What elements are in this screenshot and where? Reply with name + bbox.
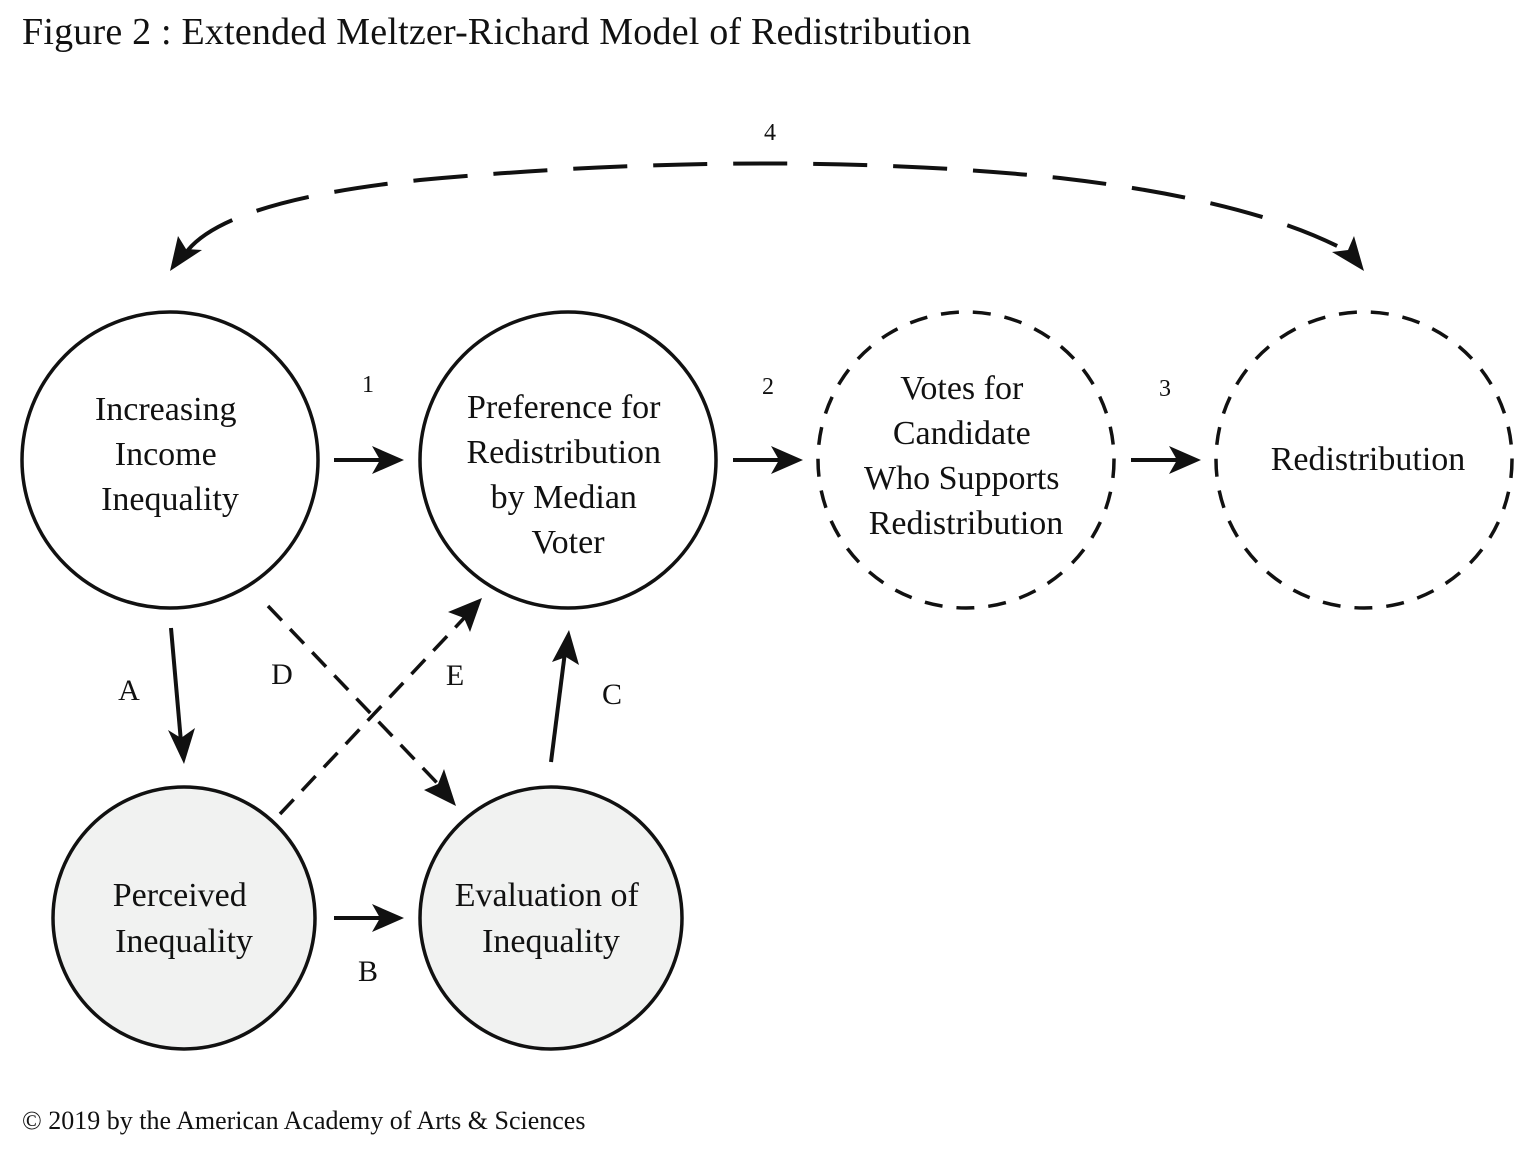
edge-2: 2 bbox=[733, 374, 803, 474]
edge-1: 1 bbox=[334, 372, 404, 474]
node-income-inequality-circle bbox=[20, 310, 320, 610]
node-preference-line: by Median bbox=[491, 479, 637, 516]
node-income-inequality-line: Income bbox=[115, 436, 217, 473]
edge-3-label: 3 bbox=[1159, 376, 1171, 402]
edge-e-line bbox=[278, 614, 468, 816]
edge-3: 3 bbox=[1131, 376, 1201, 474]
edge-4-arrowhead-left bbox=[170, 236, 202, 271]
edge-d-label: D bbox=[271, 658, 293, 691]
node-preference-line: Voter bbox=[531, 524, 605, 561]
edge-3-arrowhead bbox=[1169, 446, 1201, 474]
edge-2-label: 2 bbox=[762, 374, 774, 400]
edge-e-arrowhead bbox=[448, 598, 482, 632]
edge-2-arrowhead bbox=[771, 446, 803, 474]
svg-text:Votes for Candidate: Votes for Candidate Who Supports Redistr… bbox=[864, 370, 1068, 542]
node-perceived-circle bbox=[51, 785, 317, 1051]
node-perceived-line: Perceived bbox=[113, 877, 247, 914]
node-preference-circle bbox=[418, 310, 718, 610]
figure-title: Figure 2 : Extended Meltzer-Richard Mode… bbox=[22, 11, 972, 53]
node-preference-line: Redistribution bbox=[466, 434, 661, 471]
node-income-inequality-line: Inequality bbox=[101, 481, 239, 518]
edge-4: 4 bbox=[170, 120, 1364, 271]
edge-4-arrowhead-right bbox=[1332, 236, 1364, 271]
edge-c-arrowhead bbox=[552, 630, 579, 665]
node-evaluation-circle bbox=[418, 785, 684, 1051]
edge-d: D bbox=[266, 604, 456, 806]
edge-c-label: C bbox=[602, 678, 622, 711]
node-perceived-line: Inequality bbox=[115, 923, 253, 960]
edge-a-label: A bbox=[118, 674, 140, 707]
svg-text:Increasing Income: Increasing Income Inequality bbox=[95, 391, 245, 518]
copyright-notice: © 2019 by the American Academy of Arts &… bbox=[22, 1106, 586, 1135]
edge-1-label: 1 bbox=[362, 372, 374, 398]
svg-text:Perceived Inequality: Perceived Inequality bbox=[113, 877, 256, 960]
edge-b-label: B bbox=[358, 955, 378, 988]
node-preference-line: Preference for bbox=[467, 389, 661, 426]
node-votes-line: Who Supports bbox=[864, 460, 1060, 497]
node-redistribution: Redistribution bbox=[1214, 310, 1514, 610]
node-perceived: Perceived Inequality bbox=[51, 785, 317, 1051]
svg-text:Redistribution: Redistribution bbox=[1271, 441, 1466, 478]
svg-text:Preference for Redistrib: Preference for Redistribution by Median … bbox=[466, 389, 669, 561]
edge-e-label: E bbox=[446, 659, 464, 692]
svg-text:Evaluation of Inequality: Evaluation of Inequality bbox=[455, 877, 648, 960]
node-redistribution-line: Redistribution bbox=[1271, 441, 1466, 478]
edge-d-line bbox=[266, 604, 442, 788]
edge-b: B bbox=[334, 904, 404, 988]
edge-1-arrowhead bbox=[372, 446, 404, 474]
node-redistribution-circle bbox=[1214, 310, 1514, 610]
edge-c: C bbox=[549, 630, 622, 763]
node-evaluation-line: Inequality bbox=[482, 923, 620, 960]
edge-b-arrowhead bbox=[372, 904, 404, 932]
node-income-inequality: Increasing Income Inequality bbox=[20, 310, 320, 610]
edge-4-label: 4 bbox=[764, 120, 776, 146]
node-votes-line: Votes for bbox=[900, 370, 1024, 407]
edge-a-line bbox=[169, 627, 183, 743]
edge-4-arc bbox=[186, 161, 1346, 252]
edge-e: E bbox=[278, 598, 482, 816]
node-preference: Preference for Redistribution by Median … bbox=[418, 310, 718, 610]
edge-a: A bbox=[118, 627, 195, 764]
node-votes-line: Redistribution bbox=[869, 505, 1064, 542]
node-votes: Votes for Candidate Who Supports Redistr… bbox=[816, 310, 1116, 610]
node-votes-line: Candidate bbox=[893, 415, 1031, 452]
edge-d-arrowhead bbox=[424, 769, 456, 806]
node-votes-circle bbox=[816, 310, 1116, 610]
node-evaluation: Evaluation of Inequality bbox=[418, 785, 684, 1051]
edge-c-line bbox=[549, 651, 567, 763]
node-evaluation-line: Evaluation of bbox=[455, 877, 640, 914]
edge-a-arrowhead bbox=[168, 728, 195, 764]
node-income-inequality-line: Increasing bbox=[95, 391, 237, 428]
